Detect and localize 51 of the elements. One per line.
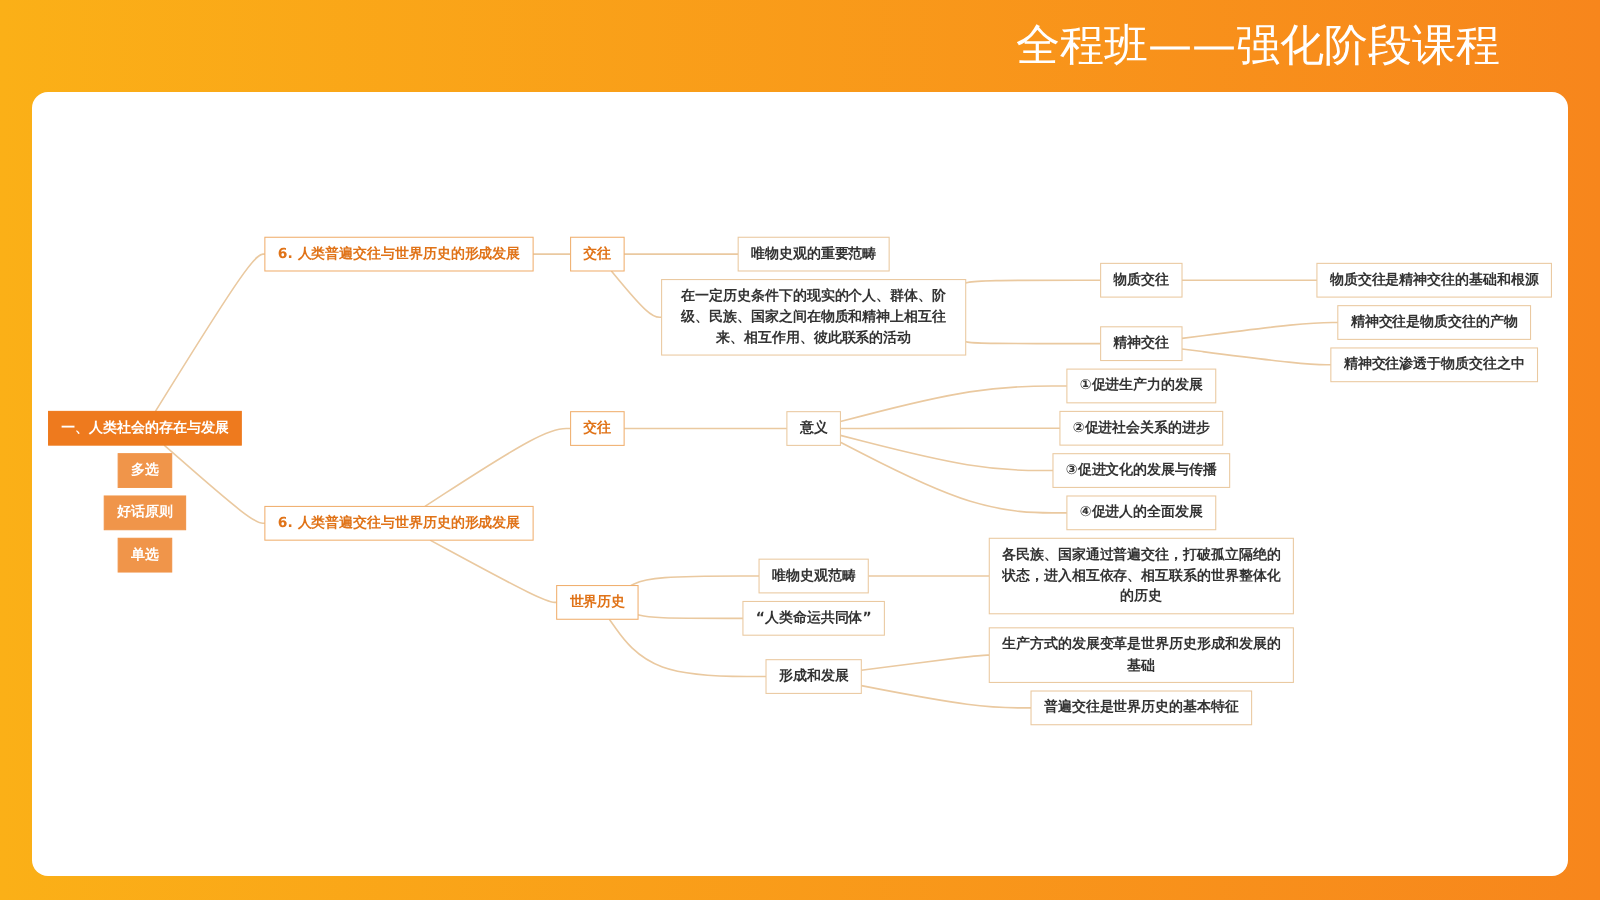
connector [839, 440, 1068, 513]
node-box [117, 452, 173, 487]
connector [154, 252, 266, 412]
connector [839, 384, 1068, 422]
node-box [765, 658, 862, 693]
connector [163, 443, 266, 524]
node-box [1316, 261, 1552, 297]
connector [608, 617, 767, 677]
connector [630, 574, 760, 586]
node-box [556, 584, 639, 619]
connector [623, 426, 788, 429]
connector [1181, 278, 1318, 281]
connector [532, 252, 572, 254]
header-title: 全程班——强化阶段课程 [1016, 20, 1500, 76]
connector [867, 574, 991, 576]
node-box [264, 504, 534, 540]
node-box [48, 409, 242, 445]
connector [1181, 320, 1339, 339]
node-box [786, 410, 841, 445]
connector [860, 653, 991, 671]
node-box [988, 536, 1294, 614]
node-box [570, 235, 625, 271]
node-box [1066, 494, 1217, 530]
connector [964, 339, 1102, 344]
connector [429, 538, 558, 603]
node-box [988, 626, 1294, 682]
connector [1181, 347, 1332, 365]
connector [424, 426, 572, 507]
node-box [1052, 452, 1231, 487]
node-box [742, 599, 885, 635]
connector [610, 269, 663, 318]
node-box [1100, 325, 1183, 361]
connector [623, 252, 739, 254]
connector [839, 426, 1061, 429]
node-box [103, 494, 187, 530]
node-box [1059, 409, 1224, 445]
connector [839, 433, 1054, 471]
node-box [570, 410, 625, 445]
node-box [117, 536, 173, 572]
node-box [264, 235, 534, 271]
node-box [1066, 367, 1217, 403]
node-box [1337, 304, 1532, 339]
node-box [661, 278, 967, 355]
node-box [758, 557, 869, 593]
node-box [1100, 261, 1183, 297]
node-box [1030, 689, 1253, 725]
connector [964, 278, 1102, 283]
connector [860, 683, 1032, 708]
connector [637, 612, 744, 619]
node-box [1330, 346, 1539, 382]
node-box [737, 235, 890, 271]
